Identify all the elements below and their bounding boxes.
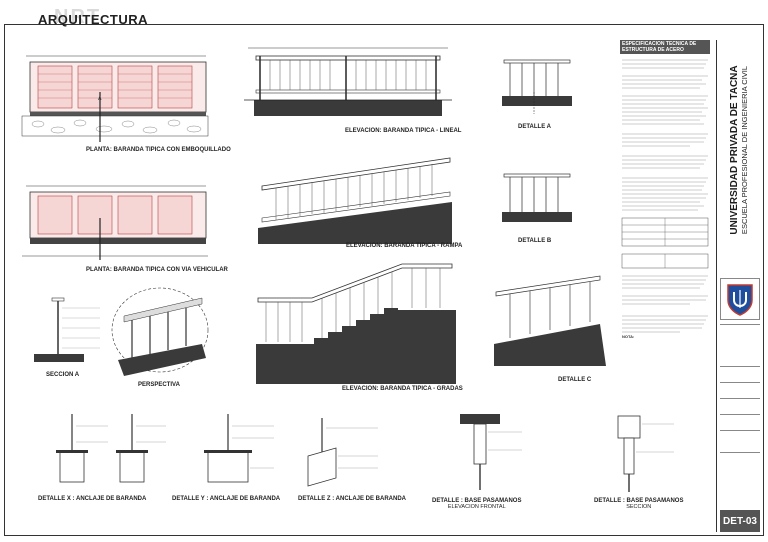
plan-vehicular-caption: PLANTA: BARANDA TIPICA CON VIA VEHICULAR [86, 267, 228, 273]
plan-vehicular-title: PLANTA: BARANDA TIPICA CON VIA VEHICULAR [86, 267, 228, 273]
base-front-subtitle: ELEVACION FRONTAL [447, 504, 506, 510]
detail-y-title: DETALLE Y : ANCLAJE DE BARANDA [172, 496, 281, 502]
title-block-row-4 [720, 398, 760, 413]
sheet-code: DET-03 [720, 510, 760, 532]
elevation-ramp-drawing [258, 157, 452, 244]
elevation-linear-title: ELEVACION: BARANDA TIPICA - LINEAL [345, 128, 462, 134]
shield-icon [727, 284, 753, 316]
perspective-caption: PERSPECTIVA [138, 382, 180, 388]
base-front-title: DETALLE : BASE PASAMANOS [432, 498, 522, 504]
section-a-caption: SECCION A [46, 372, 79, 378]
detail-x-title: DETALLE X : ANCLAJE DE BARANDA [38, 496, 147, 502]
title-block-row-7 [720, 452, 760, 503]
base-section-title: DETALLE : BASE PASAMANOS [594, 498, 684, 504]
detail-z-drawing [307, 418, 378, 487]
detail-a-title: DETALLE A [518, 124, 551, 130]
section-a-title: SECCION A [46, 372, 80, 378]
section-a-drawing [34, 297, 100, 362]
base-front-drawing [460, 414, 522, 490]
specification-title: ESPECIFICACION TECNICA DE ESTRUCTURA DE … [620, 40, 710, 54]
university-title-stack: UNIVERSIDAD PRIVADA DE TACNA ESCUELA PRO… [729, 65, 749, 234]
base-front-caption: DETALLE : BASE PASAMANOS ELEVACION FRONT… [432, 498, 521, 510]
plan-embedded-title: PLANTA: BARANDA TIPICA CON EMBOQUILLADO [86, 147, 231, 153]
title-block-row-1 [720, 324, 760, 365]
detail-x-caption: DETALLE X : ANCLAJE DE BARANDA [38, 496, 146, 502]
university-logo [720, 278, 760, 320]
title-block-row-2 [720, 366, 760, 381]
detail-c-caption: DETALLE C [558, 377, 591, 383]
base-section-subtitle: SECCION [626, 504, 652, 510]
university-name: UNIVERSIDAD PRIVADA DE TACNA [729, 65, 740, 235]
detail-c-title: DETALLE C [558, 377, 592, 383]
header-watermark: NRT [54, 6, 102, 28]
elevation-stairs-title: ELEVACION: BARANDA TIPICA - GRADAS [342, 386, 463, 392]
perspective-drawing [111, 287, 209, 376]
university-title-area: UNIVERSIDAD PRIVADA DE TACNA ESCUELA PRO… [716, 40, 762, 260]
detail-b-drawing [502, 173, 572, 222]
detail-b-caption: DETALLE B [518, 238, 551, 244]
detail-z-title: DETALLE Z : ANCLAJE DE BARANDA [298, 496, 406, 502]
base-section-caption: DETALLE : BASE PASAMANOS SECCION [594, 498, 683, 510]
elevation-linear-caption: ELEVACION: BARANDA TIPICA - LINEAL [345, 128, 461, 134]
detail-x-drawing [56, 414, 166, 483]
detail-c-drawing [494, 275, 606, 366]
detail-z-caption: DETALLE Z : ANCLAJE DE BARANDA [298, 496, 406, 502]
title-block-row-5 [720, 414, 760, 429]
detail-a-drawing [502, 59, 572, 114]
title-block [716, 40, 763, 532]
specification-text-lines [621, 59, 709, 333]
elevation-stairs-caption: ELEVACION: BARANDA TIPICA - GRADAS [342, 386, 463, 392]
elevation-stairs-drawing [256, 263, 456, 384]
detail-b-title: DETALLE B [518, 238, 552, 244]
elevation-linear-drawing [244, 47, 452, 116]
specification-panel: ESPECIFICACION TECNICA DE ESTRUCTURA DE … [620, 40, 710, 400]
sheet-header: ARQUITECTURA [38, 12, 148, 27]
spec-note-label: NOTA: [622, 334, 635, 339]
elevation-ramp-caption: ELEVACION: BARANDA TIPICA - RAMPA [346, 243, 462, 249]
section-marker-a-1: A [98, 96, 102, 102]
title-block-row-6 [720, 430, 760, 451]
detail-y-caption: DETALLE Y : ANCLAJE DE BARANDA [172, 496, 280, 502]
plan-embedded-drawing [21, 55, 209, 142]
plan-vehicular-drawing [22, 185, 208, 260]
school-name: ESCUELA PROFESIONAL DE INGENIERIA CIVIL [740, 65, 749, 235]
detail-a-caption: DETALLE A [518, 124, 551, 130]
perspective-title: PERSPECTIVA [138, 382, 180, 388]
detail-y-drawing [204, 414, 274, 483]
plan-embedded-caption: PLANTA: BARANDA TIPICA CON EMBOQUILLADO [86, 147, 231, 153]
title-block-row-3 [720, 382, 760, 397]
base-section-drawing [617, 415, 674, 492]
sheet-border [4, 24, 764, 536]
elevation-ramp-title: ELEVACION: BARANDA TIPICA - RAMPA [346, 243, 463, 249]
